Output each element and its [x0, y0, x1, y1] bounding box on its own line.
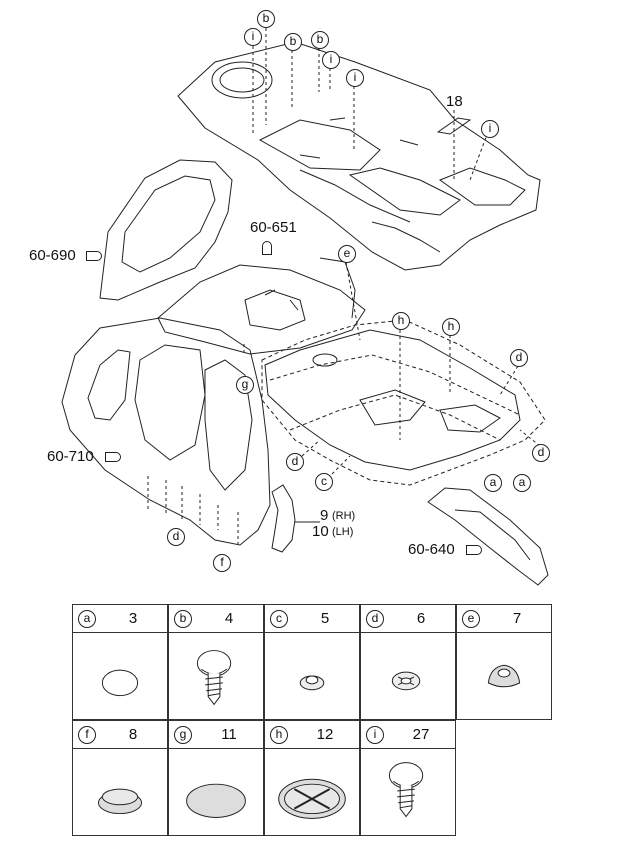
legend-cell-a: a 3 — [72, 604, 168, 720]
diagram-linework — [61, 28, 549, 586]
push-clip-icon — [388, 762, 424, 818]
legend-letter: h — [270, 726, 288, 744]
oval-plug-icon — [101, 669, 139, 697]
legend-cell-e: e 7 — [456, 604, 552, 720]
legend-letter: a — [78, 610, 96, 628]
callout-a: a — [513, 474, 531, 492]
pointer-hand-icon — [466, 545, 482, 555]
legend-part-number: 27 — [412, 726, 430, 743]
floor-plate-outline — [264, 329, 521, 471]
callout-a: a — [484, 474, 502, 492]
callout-h: h — [392, 312, 410, 330]
legend-part-number: 12 — [316, 726, 334, 743]
part-18-outline — [436, 117, 472, 135]
large-pad-icon — [186, 783, 246, 818]
legend-cell-c: c 5 — [264, 604, 360, 720]
part-label-60-640: 60-640 — [408, 541, 455, 558]
callout-d: d — [532, 444, 550, 462]
callout-i: i — [481, 120, 499, 138]
callout-e: e — [338, 245, 356, 263]
callout-d: d — [286, 453, 304, 471]
callout-b: b — [284, 33, 302, 51]
small-grommet-icon — [299, 675, 325, 691]
body-side-outline — [61, 317, 271, 546]
callout-d: d — [510, 349, 528, 367]
callout-b: b — [311, 31, 329, 49]
part-label-60-710: 60-710 — [47, 448, 94, 465]
pointer-hand-icon — [86, 251, 102, 261]
pointer-hand-icon — [262, 241, 272, 255]
legend-part-number: 3 — [128, 610, 138, 627]
part-label-60-690: 60-690 — [29, 247, 76, 264]
cross-grommet-icon — [391, 671, 421, 691]
dome-plug-icon — [487, 664, 521, 688]
tailgate-trim-outline — [99, 159, 233, 301]
part-label-9-side: (RH) — [332, 510, 356, 522]
legend-letter: g — [174, 726, 192, 744]
legend-cell-f: f 8 — [72, 720, 168, 836]
callout-i: i — [244, 28, 262, 46]
floor-carpet-outline — [177, 41, 541, 271]
part-label-60-651: 60-651 — [250, 219, 297, 236]
part-label-10-side: (LH) — [332, 526, 354, 538]
legend-cell-g: g 11 — [168, 720, 264, 836]
legend-letter: e — [462, 610, 480, 628]
side-sill-outline — [427, 487, 549, 586]
part-label-18: 18 — [446, 93, 463, 110]
part-label-10: 10 — [312, 523, 329, 540]
legend-part-number: 7 — [512, 610, 522, 627]
part-label-9: 9 — [320, 507, 329, 524]
legend-letter: i — [366, 726, 384, 744]
floor-plate-frame — [261, 319, 546, 486]
callout-b: b — [257, 10, 275, 28]
callout-d: d — [167, 528, 185, 546]
legend-part-number: 5 — [320, 610, 330, 627]
flat-plug-icon — [97, 788, 143, 815]
legend-cell-d: d 6 — [360, 604, 456, 720]
callout-g: g — [236, 376, 254, 394]
legend-part-number: 4 — [224, 610, 234, 627]
pointer-hand-icon — [105, 452, 121, 462]
legend-cell-h: h 12 — [264, 720, 360, 836]
callout-i: i — [346, 69, 364, 87]
legend-part-number: 8 — [128, 726, 138, 743]
legend-letter: b — [174, 610, 192, 628]
cross-pad-icon — [278, 778, 346, 819]
legend-letter: f — [78, 726, 96, 744]
callout-f: f — [213, 554, 231, 572]
callout-h: h — [442, 318, 460, 336]
legend-cell-i: i 27 — [360, 720, 456, 836]
legend-part-number: 11 — [221, 726, 237, 743]
legend-letter: d — [366, 610, 384, 628]
callout-i: i — [322, 51, 340, 69]
part-9-10-outline — [271, 484, 296, 553]
floor-pan-outline — [157, 257, 366, 355]
exploded-parts-diagram: b i b b i i i e g h h d d d c a a d f 18… — [29, 10, 550, 586]
legend-letter: c — [270, 610, 288, 628]
legend-cell-b: b 4 — [168, 604, 264, 720]
legend-part-number: 6 — [416, 610, 426, 627]
callout-c: c — [315, 473, 333, 491]
push-clip-icon — [196, 650, 232, 706]
